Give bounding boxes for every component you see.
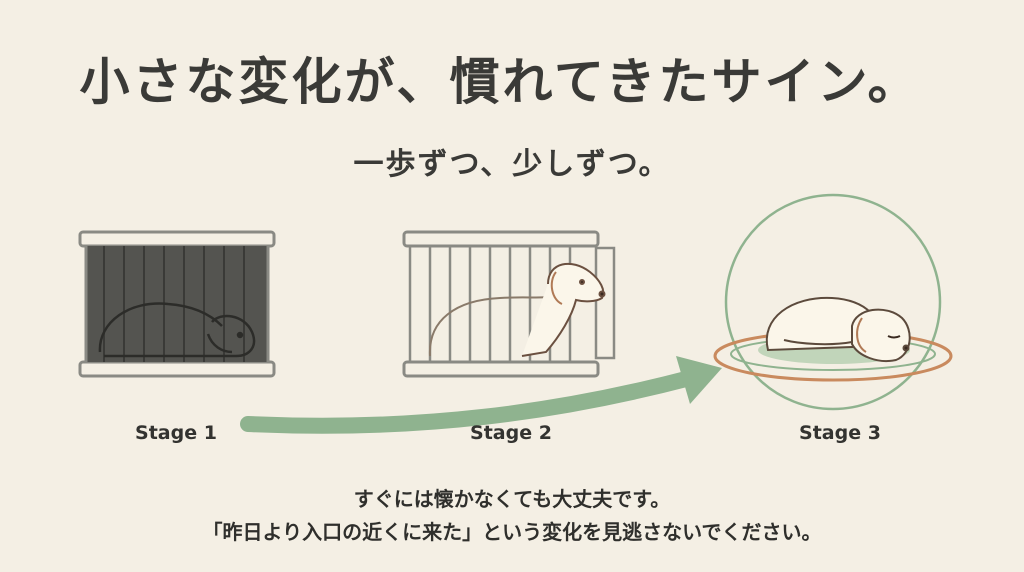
progress-arrow (240, 370, 698, 434)
arrow-head-icon (676, 356, 722, 404)
dog-sleeping-icon (765, 296, 911, 362)
stage-3-label: Stage 3 (799, 422, 881, 444)
dog-peeking-icon (428, 263, 606, 357)
dog-hiding-icon (98, 302, 256, 358)
message-line-1: すぐには懐かなくても大丈夫です。 (353, 487, 671, 511)
page-title: 小さな変化が、慣れてきたサイン。 (79, 53, 921, 111)
stage-1-label: Stage 1 (135, 422, 217, 444)
stage3-scene (713, 193, 953, 411)
page-subtitle: 一歩ずつ、少しずつ。 (353, 147, 671, 182)
stage1-crate (78, 230, 276, 378)
stage-2-label: Stage 2 (470, 422, 552, 444)
message-line-2: 「昨日より入口の近くに来た」という変化を見逃さないでください。 (202, 520, 822, 544)
stage2-crate (402, 230, 616, 378)
